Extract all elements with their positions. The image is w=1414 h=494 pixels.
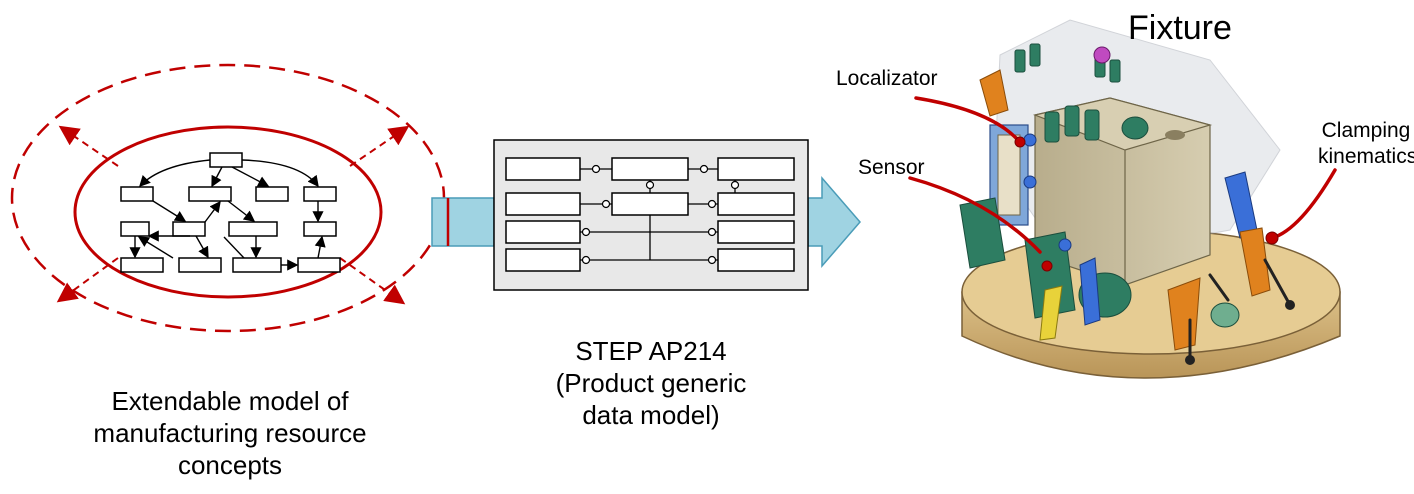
entity-box [611, 192, 689, 216]
middle-caption-line: (Product generic [555, 368, 747, 398]
entity-box [717, 157, 795, 181]
inner-ellipse [73, 125, 383, 299]
concept-node [120, 221, 150, 237]
entity-box [717, 192, 795, 216]
concept-node [178, 257, 222, 273]
sensor-label: Sensor [858, 156, 925, 179]
concept-graph-edges [129, 159, 326, 271]
concept-node [228, 221, 278, 237]
concept-node [303, 221, 337, 237]
concept-node [255, 186, 289, 202]
extendable-model [10, 63, 446, 333]
concept-node [297, 257, 341, 273]
entity-box [717, 248, 795, 272]
entity-box [611, 157, 689, 181]
concept-node [303, 186, 337, 202]
clamping-kinematics-label: Clamping kinematics [1318, 118, 1414, 170]
yellow-part [1039, 285, 1063, 341]
fixture-title: Fixture [1128, 9, 1232, 47]
expand-arrow-ne [349, 125, 410, 167]
clamping-dot [1265, 231, 1279, 245]
clamping-label-line: kinematics [1318, 145, 1414, 168]
concept-node [120, 257, 164, 273]
left-caption-line: Extendable model of [111, 386, 349, 416]
concept-node [209, 152, 243, 168]
left-caption-line: concepts [177, 450, 283, 480]
middle-caption-line: STEP AP214 [575, 336, 727, 366]
concept-node [232, 257, 282, 273]
concept-node [188, 186, 232, 202]
top-cylinders [1014, 43, 1149, 143]
left-caption-line: manufacturing resource [93, 418, 367, 448]
orange-clamps [979, 69, 1271, 351]
sensor-dot [1041, 260, 1053, 272]
middle-caption-line: data model) [582, 400, 720, 430]
clamp-rods [1188, 258, 1292, 362]
localizator-dot [1014, 136, 1026, 148]
entity-box [505, 192, 581, 216]
concept-graph [120, 152, 341, 273]
entity-box [505, 220, 581, 244]
concept-node [120, 186, 154, 202]
entity-box [717, 220, 795, 244]
blue-arms [1058, 171, 1259, 326]
localizator-label: Localizator [836, 67, 938, 90]
fixture-illustration [908, 19, 1341, 379]
entity-box [505, 157, 581, 181]
expand-arrow-se [339, 257, 406, 305]
middle-caption: STEP AP214 (Product generic data model) [520, 335, 782, 431]
clamping-label-line: Clamping [1321, 119, 1411, 142]
expand-arrow-nw [58, 125, 119, 167]
left-caption: Extendable model of manufacturing resour… [50, 385, 410, 481]
concept-node [172, 221, 206, 237]
transfer-arrow [431, 175, 861, 269]
step-schema [493, 139, 809, 291]
entity-box [505, 248, 581, 272]
